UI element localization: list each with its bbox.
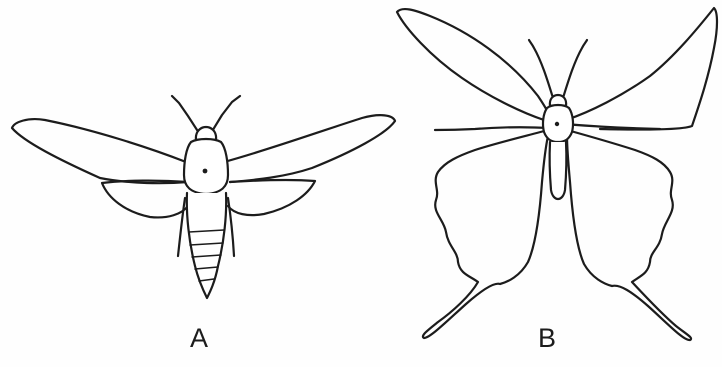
butterfly-right-forewing	[566, 8, 717, 130]
butterfly-left-forewing-rear	[435, 127, 550, 130]
moth-left-hindwing	[102, 181, 188, 218]
moth-right-forewing	[224, 115, 395, 182]
butterfly-thorax-spot	[555, 122, 559, 126]
moth-drawing	[12, 96, 395, 298]
moth-right-leg	[228, 198, 234, 256]
butterfly-drawing	[397, 8, 717, 340]
specimen-a-label: A	[190, 325, 208, 352]
butterfly-left-forewing	[397, 9, 551, 124]
moth-left-antenna	[172, 96, 199, 133]
specimen-b-label: B	[538, 325, 556, 352]
butterfly-left-hindwing	[423, 130, 548, 338]
moth-thorax-spot	[203, 169, 208, 174]
moth-right-antenna	[211, 96, 240, 133]
butterfly-right-forewing-inner	[565, 124, 660, 129]
moth-right-hindwing	[228, 180, 315, 215]
moth-left-leg	[178, 198, 185, 256]
moth-thorax	[184, 139, 228, 194]
butterfly-right-antenna	[563, 40, 587, 98]
moth-left-forewing	[12, 119, 188, 183]
butterfly-right-hindwing	[567, 130, 691, 340]
butterfly-abdomen	[550, 142, 567, 199]
